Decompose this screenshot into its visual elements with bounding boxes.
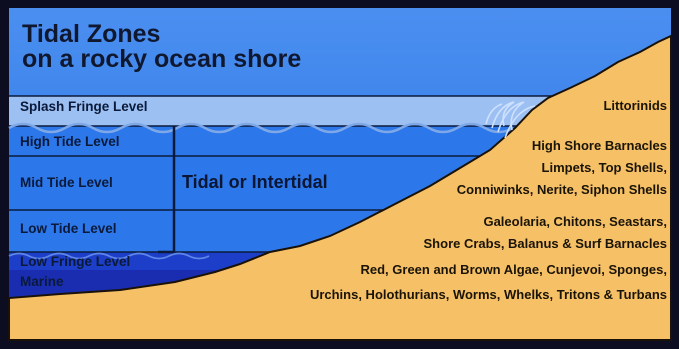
title-line-1: Tidal Zones <box>22 20 160 48</box>
species-mid-2: Conniwinks, Nerite, Siphon Shells <box>457 182 667 197</box>
species-low-2: Shore Crabs, Balanus & Surf Barnacles <box>424 236 667 251</box>
level-label-marine: Marine <box>20 274 64 289</box>
species-low-1: Galeolaria, Chitons, Seastars, <box>483 214 667 229</box>
species-mid-1: Limpets, Top Shells, <box>542 160 667 175</box>
species-high: High Shore Barnacles <box>532 138 667 153</box>
species-fringe-1: Red, Green and Brown Algae, Cunjevoi, Sp… <box>360 262 667 277</box>
zone-label-intertidal: Tidal or Intertidal <box>182 172 328 192</box>
species-fringe-2: Urchins, Holothurians, Worms, Whelks, Tr… <box>310 287 667 302</box>
level-label-splash: Splash Fringe Level <box>20 99 148 114</box>
level-label-low-fringe: Low Fringe Level <box>20 254 130 269</box>
level-label-high: High Tide Level <box>20 134 120 149</box>
level-label-mid: Mid Tide Level <box>20 175 113 190</box>
level-label-low: Low Tide Level <box>20 221 117 236</box>
species-splash: Littorinids <box>603 98 667 113</box>
title-line-2: on a rocky ocean shore <box>22 45 301 73</box>
